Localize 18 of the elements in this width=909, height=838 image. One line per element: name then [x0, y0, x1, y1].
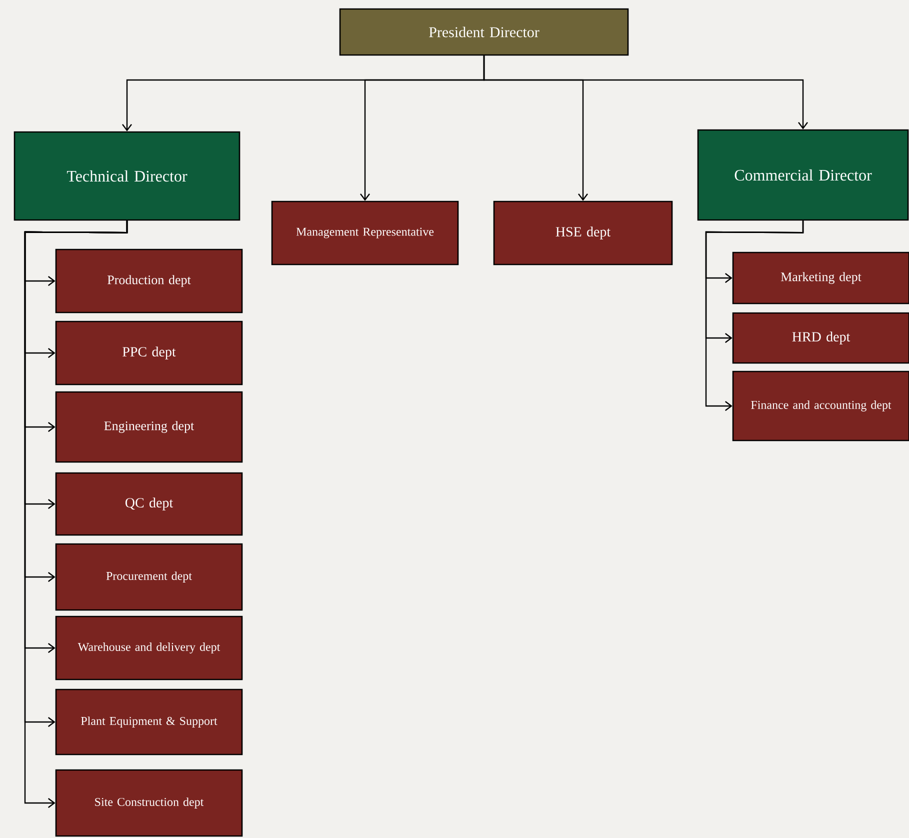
department-box: Procurement dept — [55, 543, 243, 611]
director-box: Technical Director — [14, 131, 240, 221]
department-box: Plant Equipment & Support — [55, 688, 243, 756]
department-box: Warehouse and delivery dept — [55, 616, 243, 680]
department-box: Finance and accounting dept — [732, 370, 909, 442]
department-box: Engineering dept — [55, 391, 243, 463]
arrow — [705, 220, 804, 411]
arrow — [483, 56, 808, 130]
president-box: President Director — [339, 8, 629, 56]
department-box: QC dept — [55, 472, 243, 536]
department-box: HRD dept — [732, 312, 909, 364]
department-box: Site Construction dept — [55, 769, 243, 837]
department-box: Marketing dept — [732, 252, 909, 304]
department-box: HSE dept — [493, 200, 673, 266]
department-box: PPC dept — [55, 320, 243, 386]
department-box: Production dept — [55, 248, 243, 314]
director-box: Commercial Director — [697, 129, 909, 221]
department-box: Management Representative — [271, 200, 459, 266]
